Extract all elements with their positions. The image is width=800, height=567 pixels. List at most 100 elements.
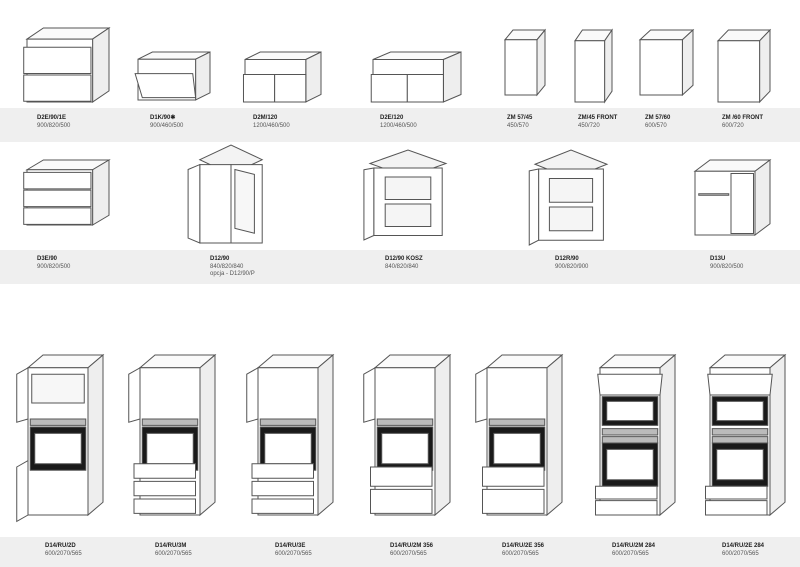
- cabinet-drawing: [375, 355, 450, 515]
- cabinet-drawing: [245, 52, 321, 102]
- cabinet-label: ZM 57/60 600/570: [645, 115, 670, 130]
- cabinet-code: D2E/90/1E: [37, 115, 67, 121]
- cabinet-dimensions: 1200/460/500: [380, 122, 417, 129]
- cabinet-drawing: [718, 30, 770, 102]
- cabinet-code: D2E/120: [380, 115, 404, 121]
- cabinet-drawing: [535, 150, 607, 245]
- cabinet-label: D3E/90 900/820/500: [37, 256, 70, 271]
- cabinet-code: D14/RU/2D: [45, 543, 76, 549]
- cabinet-drawing: [370, 150, 446, 240]
- cabinet-label: D12R/90 900/820/900: [555, 256, 588, 271]
- cabinet-label: D2E/120 1200/460/500: [380, 115, 417, 130]
- cabinet-icon: [600, 355, 675, 515]
- cabinet-dimensions: 600/2070/565: [502, 550, 539, 557]
- cabinet-code: D14/RU/2M 284: [612, 543, 656, 549]
- cabinet-label: D14/RU/2M 356 600/2070/565: [390, 543, 433, 558]
- cabinet-dimensions: 600/2070/565: [45, 550, 82, 557]
- cabinet-label: D14/RU/2D 600/2070/565: [45, 543, 82, 558]
- cabinet-code: ZM/45 FRONT: [578, 115, 618, 121]
- cabinet-dimensions: 450/570: [507, 122, 529, 129]
- cabinet-icon: [370, 150, 446, 240]
- cabinet-drawing: [710, 355, 785, 515]
- label-band-row-2: [0, 250, 800, 284]
- cabinet-code: D12R/90: [555, 256, 579, 262]
- cabinet-dimensions: 900/820/500: [37, 122, 71, 129]
- cabinet-dimensions: 600/2070/565: [155, 550, 192, 557]
- cabinet-drawing: [138, 52, 210, 100]
- cabinet-dimensions: 600/2070/565: [722, 550, 759, 557]
- cabinet-drawing: [487, 355, 562, 515]
- cabinet-dimensions: 600/720: [722, 122, 744, 129]
- cabinet-label: D1K/90✱ 900/460/500: [150, 115, 183, 130]
- cabinet-code: ZM 57/60: [645, 115, 671, 121]
- cabinet-icon: [192, 145, 270, 243]
- cabinet-drawing: [192, 145, 270, 243]
- cabinet-icon: [487, 355, 562, 515]
- cabinet-code: D14/RU/3M: [155, 543, 187, 549]
- label-band-row-1: [0, 108, 800, 142]
- cabinet-label: D2M/120 1200/460/500: [253, 115, 290, 130]
- cabinet-icon: [505, 30, 545, 95]
- cabinet-code: ZM /60 FRONT: [722, 115, 764, 121]
- cabinet-dimensions: 600/2070/565: [390, 550, 427, 557]
- cabinet-code: D14/RU/2E 356: [502, 543, 545, 549]
- cabinet-icon: [695, 160, 770, 235]
- cabinet-icon: [245, 52, 321, 102]
- cabinet-dimensions: 600/2070/565: [612, 550, 649, 557]
- cabinet-label: D14/RU/2M 284 600/2070/565: [612, 543, 655, 558]
- cabinet-code: D3E/90: [37, 256, 58, 262]
- cabinet-icon: [140, 355, 215, 515]
- cabinet-label: D14/RU/2E 356 600/2070/565: [502, 543, 544, 558]
- cabinet-dimensions: 840/820/840: [385, 263, 419, 270]
- cabinet-icon: [535, 150, 607, 245]
- cabinet-label: ZM /60 FRONT 600/720: [722, 115, 763, 130]
- cabinet-drawing: [505, 30, 545, 95]
- cabinet-drawing: [373, 52, 461, 102]
- cabinet-drawing: [575, 30, 612, 102]
- cabinet-drawing: [27, 28, 109, 102]
- cabinet-code: D2M/120: [253, 115, 278, 121]
- cabinet-dimensions: 600/570: [645, 122, 667, 129]
- cabinet-code: D14/RU/3E: [275, 543, 306, 549]
- cabinet-code: D12/90 KOSZ: [385, 256, 423, 262]
- cabinet-drawing: [258, 355, 333, 515]
- cabinet-dimensions: 900/820/500: [710, 263, 744, 270]
- cabinet-label: D14/RU/3M 600/2070/565: [155, 543, 192, 558]
- cabinet-label: D14/RU/3E 600/2070/565: [275, 543, 312, 558]
- cabinet-label: D13U 900/820/500: [710, 256, 743, 271]
- cabinet-code: D13U: [710, 256, 726, 262]
- cabinet-code: D12/90: [210, 256, 230, 262]
- cabinet-drawing: [28, 355, 103, 515]
- cabinet-icon: [373, 52, 461, 102]
- cabinet-dimensions: 1200/460/500: [253, 122, 290, 129]
- cabinet-icon: [718, 30, 770, 102]
- cabinet-option-note: opcja - D12/90/P: [210, 271, 255, 277]
- cabinet-icon: [258, 355, 333, 515]
- cabinet-icon: [27, 160, 109, 225]
- cabinet-label: ZM 57/45 450/570: [507, 115, 532, 130]
- cabinet-icon: [27, 28, 109, 102]
- cabinet-dimensions: 600/2070/565: [275, 550, 312, 557]
- cabinet-label: D12/90 KOSZ 840/820/840: [385, 256, 423, 271]
- cabinet-icon: [138, 52, 210, 100]
- cabinet-dimensions: 900/820/900: [555, 263, 589, 270]
- cabinet-code: D1K/90✱: [150, 115, 176, 121]
- cabinet-drawing: [600, 355, 675, 515]
- cabinet-icon: [28, 355, 103, 515]
- cabinet-drawing: [640, 30, 693, 95]
- cabinet-dimensions: 840/820/840: [210, 263, 244, 270]
- cabinet-drawing: [695, 160, 770, 235]
- cabinet-label: ZM/45 FRONT 450/720: [578, 115, 617, 130]
- cabinet-dimensions: 900/460/500: [150, 122, 184, 129]
- label-band-row-3: [0, 537, 800, 567]
- cabinet-label: D14/RU/2E 284 600/2070/565: [722, 543, 764, 558]
- cabinet-code: D14/RU/2M 356: [390, 543, 434, 549]
- cabinet-dimensions: 450/720: [578, 122, 600, 129]
- cabinet-label: D2E/90/1E 900/820/500: [37, 115, 70, 130]
- cabinet-icon: [710, 355, 785, 515]
- cabinet-drawing: [27, 160, 109, 225]
- cabinet-code: D14/RU/2E 284: [722, 543, 765, 549]
- cabinet-dimensions: 900/820/500: [37, 263, 71, 270]
- cabinet-icon: [640, 30, 693, 95]
